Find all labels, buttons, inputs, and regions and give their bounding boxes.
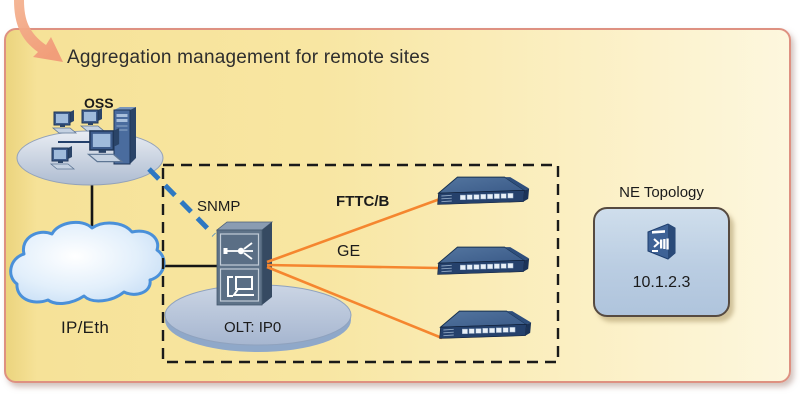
workstation-icon xyxy=(52,110,77,134)
remote-switch-icon xyxy=(439,310,532,339)
fttc-link-line xyxy=(266,197,441,264)
snmp-label: SNMP xyxy=(197,198,241,215)
corner-arrow-icon xyxy=(14,0,63,62)
workstation-icon xyxy=(80,108,105,132)
oss-cluster xyxy=(16,106,164,186)
fttc-link-label: FTTC/B xyxy=(336,193,390,210)
ip-eth-label: IP/Eth xyxy=(61,318,110,337)
optical-splitter-icon xyxy=(223,242,253,260)
olt-platform xyxy=(164,284,352,352)
ip-eth-cloud-icon xyxy=(9,220,166,305)
ge-link-line xyxy=(266,263,439,270)
access-links xyxy=(266,197,443,340)
ge-link-label: GE xyxy=(337,243,361,260)
remote-switch-icon xyxy=(437,246,530,275)
figure-background-card xyxy=(4,28,791,383)
snmp-dashed-link xyxy=(147,167,216,237)
figure-title: Aggregation management for remote sites xyxy=(67,47,430,68)
phone-terminal-icon xyxy=(227,276,254,297)
management-zone-dashed-box xyxy=(161,163,560,364)
ne-ip-address: 10.1.2.3 xyxy=(632,274,691,291)
ne-topology-label: NE Topology xyxy=(619,184,704,201)
remote-switch-icon xyxy=(437,176,530,205)
network-element-icon xyxy=(647,223,675,260)
third-link-line xyxy=(266,265,443,340)
oss-label: OSS xyxy=(84,95,114,111)
olt-device-icon xyxy=(215,221,274,306)
olt-ip-label: OLT: IP0 xyxy=(224,319,282,336)
ne-topology-box: 10.1.2.3 xyxy=(593,207,730,317)
